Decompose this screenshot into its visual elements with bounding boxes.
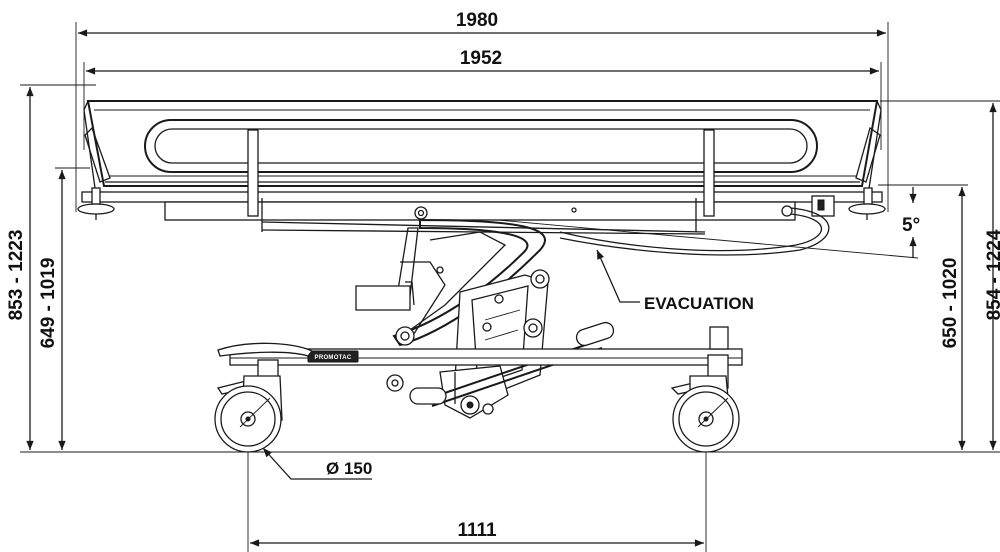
dimension-649-1019-label: 649 - 1019 [38,258,59,349]
dimension-lines [20,22,1000,552]
left-caster-wheel [214,375,283,453]
lift-column [386,206,550,419]
tilt-angle-label: 5° [902,215,920,236]
tub [81,100,883,235]
right-caster-wheel [672,375,740,453]
dimension-650-1020-label: 650 - 1020 [940,258,961,349]
wheelbase-label: 1111 [457,520,497,541]
caster-diameter-label: Ø 150 [326,459,372,478]
hose-holder [355,281,415,311]
dimension-854-1224-label: 854 - 1224 [984,229,1000,320]
base-frame [216,326,743,395]
dimension-1952-label: 1952 [460,48,502,69]
dimension-1980-label: 1980 [456,10,498,31]
head-supports [77,126,886,220]
brand-plate-label: PROMOTAC [315,355,352,361]
drain-label: EVACUATION [644,294,754,313]
drain-valve[interactable] [559,195,835,256]
dimension-853-1223-label: 853 - 1223 [6,230,27,321]
side-rail[interactable] [144,119,818,232]
